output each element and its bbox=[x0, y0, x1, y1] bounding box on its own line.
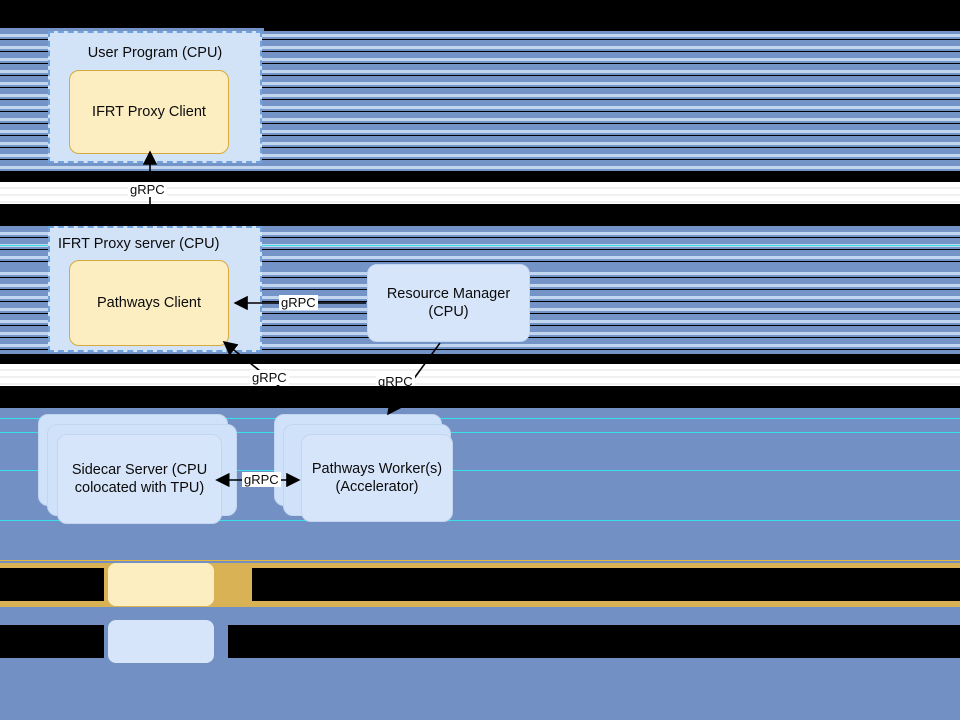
group-user-program-label: User Program (CPU) bbox=[87, 45, 223, 61]
legend-swatch-yellow bbox=[108, 563, 214, 606]
edge-label-worker-to-pathways-client: gRPC bbox=[250, 370, 289, 385]
node-resource-manager-label-line1: Resource Manager bbox=[386, 285, 511, 302]
node-pathways-client[interactable]: Pathways Client bbox=[69, 260, 229, 346]
edge-label-sidecar-worker: gRPC bbox=[242, 472, 281, 487]
edge-label-rm-to-pathways-client: gRPC bbox=[279, 295, 318, 310]
node-ifrt-proxy-client-label: IFRT Proxy Client bbox=[92, 103, 206, 120]
group-ifrt-proxy-server-label: IFRT Proxy server (CPU) bbox=[58, 236, 220, 252]
node-pathways-client-label: Pathways Client bbox=[97, 294, 201, 311]
edge-label-server-to-client: gRPC bbox=[128, 182, 167, 197]
node-pathways-worker[interactable]: Pathways Worker(s) (Accelerator) bbox=[301, 434, 453, 522]
node-sidecar-server[interactable]: Sidecar Server (CPU colocated with TPU) bbox=[57, 434, 222, 524]
node-pathways-worker-label-line1: Pathways Worker(s) bbox=[311, 460, 443, 477]
node-ifrt-proxy-client[interactable]: IFRT Proxy Client bbox=[69, 70, 229, 154]
node-sidecar-server-label-line1: Sidecar Server (CPU bbox=[71, 461, 208, 478]
node-resource-manager[interactable]: Resource Manager (CPU) bbox=[367, 264, 530, 342]
edge-label-rm-to-worker: gRPC bbox=[376, 374, 415, 389]
node-sidecar-server-label-line2: colocated with TPU) bbox=[74, 480, 205, 496]
node-resource-manager-label-line2: (CPU) bbox=[428, 304, 469, 320]
node-pathways-worker-label-line2: (Accelerator) bbox=[335, 479, 419, 495]
legend-swatch-blue bbox=[108, 620, 214, 663]
